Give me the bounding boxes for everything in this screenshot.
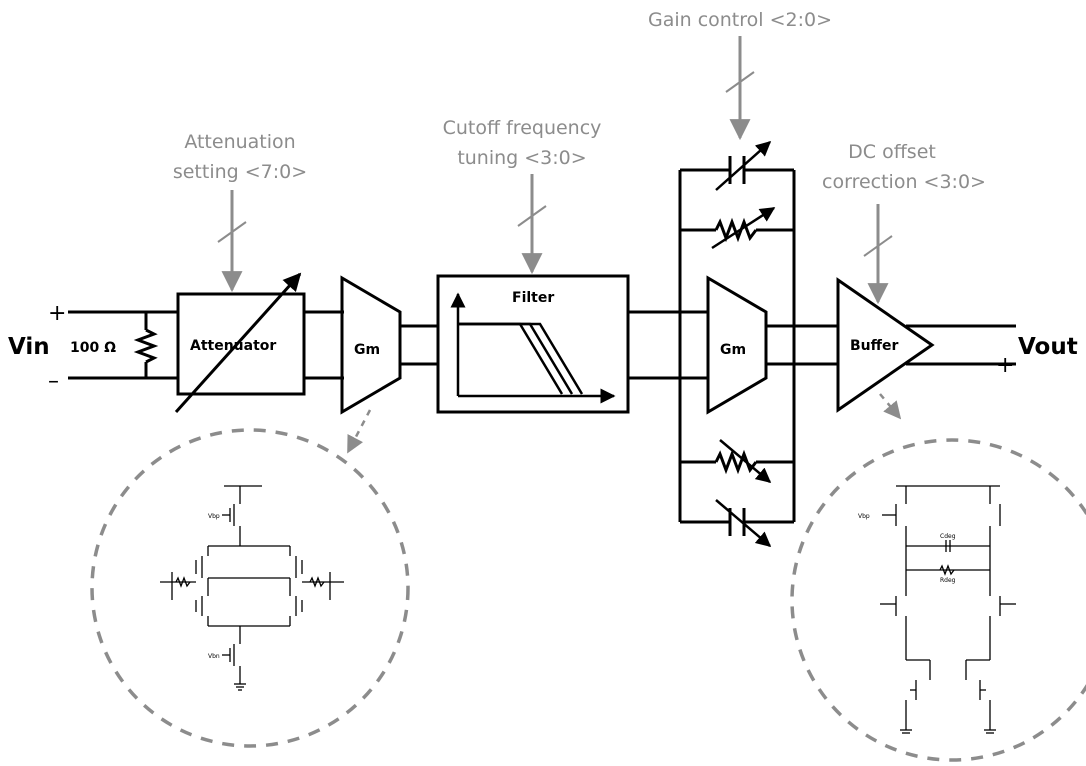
vout-plus-sign: +	[996, 353, 1014, 378]
termination-resistor: 100 Ω	[70, 312, 159, 378]
buffer-detail-rdeg: Rdeg	[940, 577, 956, 584]
resistor-label: 100 Ω	[70, 340, 116, 356]
buffer-block: Buffer	[836, 277, 935, 413]
gm-detail-callout	[90, 409, 410, 748]
filter-block: Filter	[436, 274, 630, 414]
gm-detail-vbn: Vbn	[208, 653, 220, 660]
buffer-detail-vbp: Vbp	[858, 513, 870, 520]
cutoff-label-line2: tuning <3:0>	[457, 147, 586, 169]
attenuation-label-line2: setting <7:0>	[173, 161, 307, 183]
cutoff-label-line1: Cutoff frequency	[443, 117, 602, 139]
gm1-block: Gm	[340, 275, 402, 415]
vin-plus-sign: +	[48, 301, 66, 326]
vin-label: Vin	[8, 334, 50, 360]
gm1-label: Gm	[354, 342, 380, 358]
output-port: – + Vout	[906, 313, 1078, 378]
feedback-network	[678, 141, 796, 547]
attenuation-label-line1: Attenuation	[184, 131, 295, 153]
vout-minus-sign: –	[996, 313, 1007, 338]
gm-detail-vbp: Vbp	[208, 513, 220, 520]
buffer-label: Buffer	[850, 338, 898, 354]
attenuation-control: Attenuation setting <7:0>	[173, 131, 307, 293]
gain-control: Gain control <2:0>	[648, 9, 832, 141]
vin-minus-sign: –	[48, 369, 59, 394]
buffer-detail-schematic	[880, 485, 1016, 734]
filter-label: Filter	[512, 290, 554, 306]
vout-label: Vout	[1018, 334, 1078, 360]
attenuator-block: Attenuator	[174, 272, 306, 414]
gain-label: Gain control <2:0>	[648, 9, 832, 31]
cutoff-control: Cutoff frequency tuning <3:0>	[443, 117, 602, 275]
gm2-block: Gm	[706, 275, 768, 415]
dc-offset-control: DC offset correction <3:0>	[822, 141, 986, 305]
input-port: Vin + –	[8, 301, 178, 394]
buffer-detail-cdeg: Cdeg	[940, 533, 956, 540]
dc-offset-label-line2: correction <3:0>	[822, 171, 986, 193]
attenuator-label: Attenuator	[190, 338, 276, 354]
dc-offset-label-line1: DC offset	[848, 141, 936, 163]
gm-detail-schematic	[160, 485, 344, 691]
gm2-label: Gm	[720, 342, 746, 358]
buffer-detail-callout	[790, 393, 1086, 762]
